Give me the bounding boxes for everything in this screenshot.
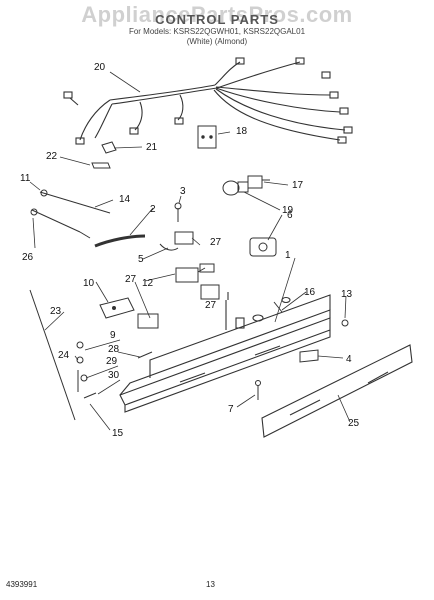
watermark: AppliancePartsPros.com xyxy=(81,2,353,27)
callout-5: 5 xyxy=(138,254,144,265)
control-housing xyxy=(119,292,331,413)
part-5-relay xyxy=(159,231,194,251)
part-19-lamp xyxy=(222,180,249,196)
part-23-rod xyxy=(29,289,76,421)
callout-22: 22 xyxy=(46,151,58,162)
part-22-clip xyxy=(91,162,111,169)
part-18-plate xyxy=(197,125,217,149)
model-colors: (White) (Almond) xyxy=(186,37,248,46)
model-numbers: For Models: KSRS22QGWH01, KSRS22QGAL01 xyxy=(128,27,306,36)
callout-24: 24 xyxy=(58,350,70,361)
part-2-tubing xyxy=(94,234,146,248)
part-27-label-top xyxy=(199,263,215,273)
callout-14: 14 xyxy=(119,194,131,205)
fasteners xyxy=(76,341,153,399)
document-number: 4393991 xyxy=(6,580,38,589)
callout-25: 25 xyxy=(348,418,360,429)
part-14-rod xyxy=(30,189,111,239)
callout-27-b: 27 xyxy=(125,274,137,285)
wire-harness xyxy=(63,57,353,145)
part-10-bracket xyxy=(99,297,135,319)
callout-numbers: 20 18 21 22 11 14 2 3 17 19 6 27 5 1 26 … xyxy=(20,62,360,439)
callout-7: 7 xyxy=(228,404,234,415)
callout-17: 17 xyxy=(292,180,304,191)
callout-3: 3 xyxy=(180,186,186,197)
callout-16: 16 xyxy=(304,287,316,298)
callout-15: 15 xyxy=(112,428,124,439)
callout-20: 20 xyxy=(94,62,106,73)
callout-21: 21 xyxy=(146,142,158,153)
part-13-screw xyxy=(341,319,349,327)
callout-19: 19 xyxy=(282,205,294,216)
callout-10: 10 xyxy=(83,278,95,289)
page-title: CONTROL PARTS xyxy=(155,12,279,27)
part-25-cover xyxy=(261,344,413,438)
callout-27-c: 27 xyxy=(205,300,217,311)
callout-26: 26 xyxy=(22,252,34,263)
page-number: 13 xyxy=(206,580,215,589)
callout-28: 28 xyxy=(108,344,120,355)
callout-18: 18 xyxy=(236,126,248,137)
callout-27-a: 27 xyxy=(210,237,222,248)
callout-6: 6 xyxy=(287,210,293,221)
callout-11: 11 xyxy=(20,173,31,184)
callout-13: 13 xyxy=(341,289,353,300)
callout-12: 12 xyxy=(142,278,154,289)
callout-2: 2 xyxy=(150,204,156,215)
callout-1: 1 xyxy=(285,250,291,261)
callout-29: 29 xyxy=(106,356,118,367)
callout-23: 23 xyxy=(50,306,62,317)
callout-4: 4 xyxy=(346,354,352,365)
part-12-switch xyxy=(175,267,206,283)
part-6-thermostat xyxy=(249,237,277,257)
part-27-label xyxy=(200,284,220,300)
part-27-label-left xyxy=(137,313,159,329)
part-17-socket xyxy=(247,175,270,189)
callout-9: 9 xyxy=(110,330,116,341)
leader-lines xyxy=(29,71,351,431)
part-21-clip xyxy=(101,141,117,154)
callout-30: 30 xyxy=(108,370,120,381)
part-4-clip xyxy=(299,349,319,363)
part-16-screw xyxy=(273,301,283,313)
